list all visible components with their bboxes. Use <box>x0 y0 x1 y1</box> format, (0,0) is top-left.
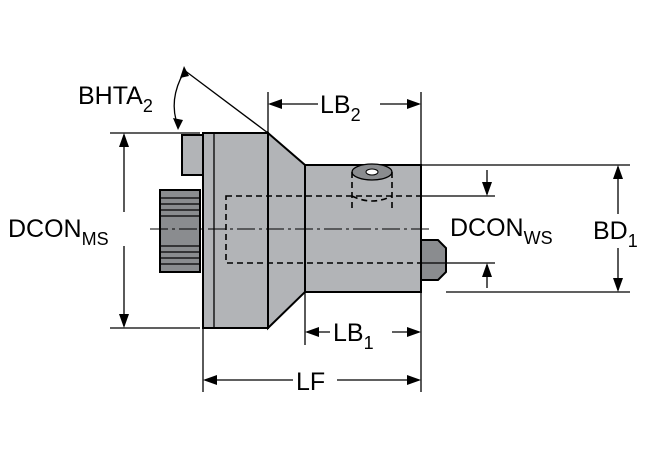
dcon-ms-dimension: DCONMS <box>5 132 200 329</box>
locating-pin <box>420 239 447 281</box>
coupling-shank <box>159 189 201 273</box>
flange-step <box>181 134 204 176</box>
bd1-dimension: BD1 <box>421 164 666 293</box>
dcon-ws-label: DCONWS <box>450 214 553 248</box>
shank-ribs <box>160 197 200 265</box>
adapter-body <box>150 130 447 331</box>
screw-hole <box>351 163 393 208</box>
bd1-label: BD1 <box>593 217 638 251</box>
bhta2-dimension: BHTA2 <box>78 66 269 134</box>
lf-dimension: LF <box>202 328 422 396</box>
main-flange <box>202 132 269 329</box>
lb1-label: LB1 <box>333 319 374 353</box>
bhta2-label: BHTA2 <box>78 82 153 116</box>
dcon-ws-dimension: DCONWS <box>421 170 553 288</box>
lb1-dimension: LB1 <box>304 292 422 353</box>
lf-label: LF <box>296 368 325 396</box>
lb2-label: LB2 <box>320 91 361 125</box>
dcon-ms-label: DCONMS <box>8 215 109 249</box>
lb2-dimension: LB2 <box>267 88 422 165</box>
cone-section <box>267 130 306 331</box>
